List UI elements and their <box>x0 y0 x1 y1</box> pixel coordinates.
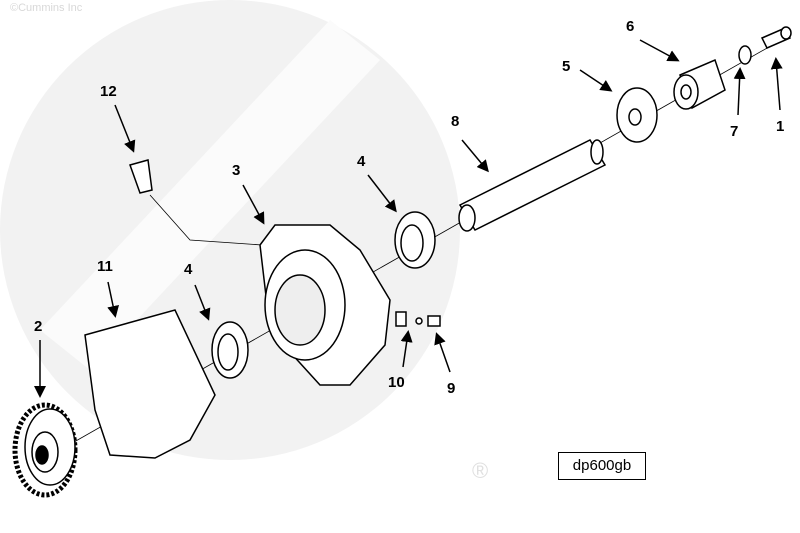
registered-mark: ® <box>472 458 489 483</box>
callout-6: 6 <box>626 18 635 35</box>
callout-12: 12 <box>100 83 117 100</box>
callout-9: 9 <box>447 380 456 397</box>
screw-part <box>760 26 792 49</box>
gear-part <box>12 402 78 498</box>
callout-7: 7 <box>730 123 739 140</box>
callout-1: 1 <box>776 118 785 135</box>
gasket-part <box>84 309 216 459</box>
callout-2: 2 <box>34 318 43 335</box>
watermark-logo <box>0 0 460 460</box>
leader-line <box>149 194 263 246</box>
copyright-text: ©Cummins Inc <box>10 2 83 14</box>
fitting-part <box>395 311 407 327</box>
callout-8: 8 <box>451 113 460 130</box>
bolt-part <box>129 159 153 194</box>
figure-code-box: dp600gb <box>558 452 646 480</box>
callout-4-lower: 4 <box>184 261 193 278</box>
seal-part <box>211 211 436 379</box>
hub-part <box>673 58 726 110</box>
o-ring-part <box>415 317 423 325</box>
washer-part <box>616 87 658 143</box>
shaft-part <box>458 139 607 232</box>
callout-4-upper: 4 <box>357 153 366 170</box>
callout-11: 11 <box>97 258 113 275</box>
small-washer-part <box>738 45 752 65</box>
callout-10: 10 <box>388 374 405 391</box>
callout-5: 5 <box>562 58 571 75</box>
plug-part <box>427 315 441 327</box>
callout-3: 3 <box>232 162 241 179</box>
housing-part <box>259 224 391 386</box>
callout-arrows <box>34 39 783 398</box>
